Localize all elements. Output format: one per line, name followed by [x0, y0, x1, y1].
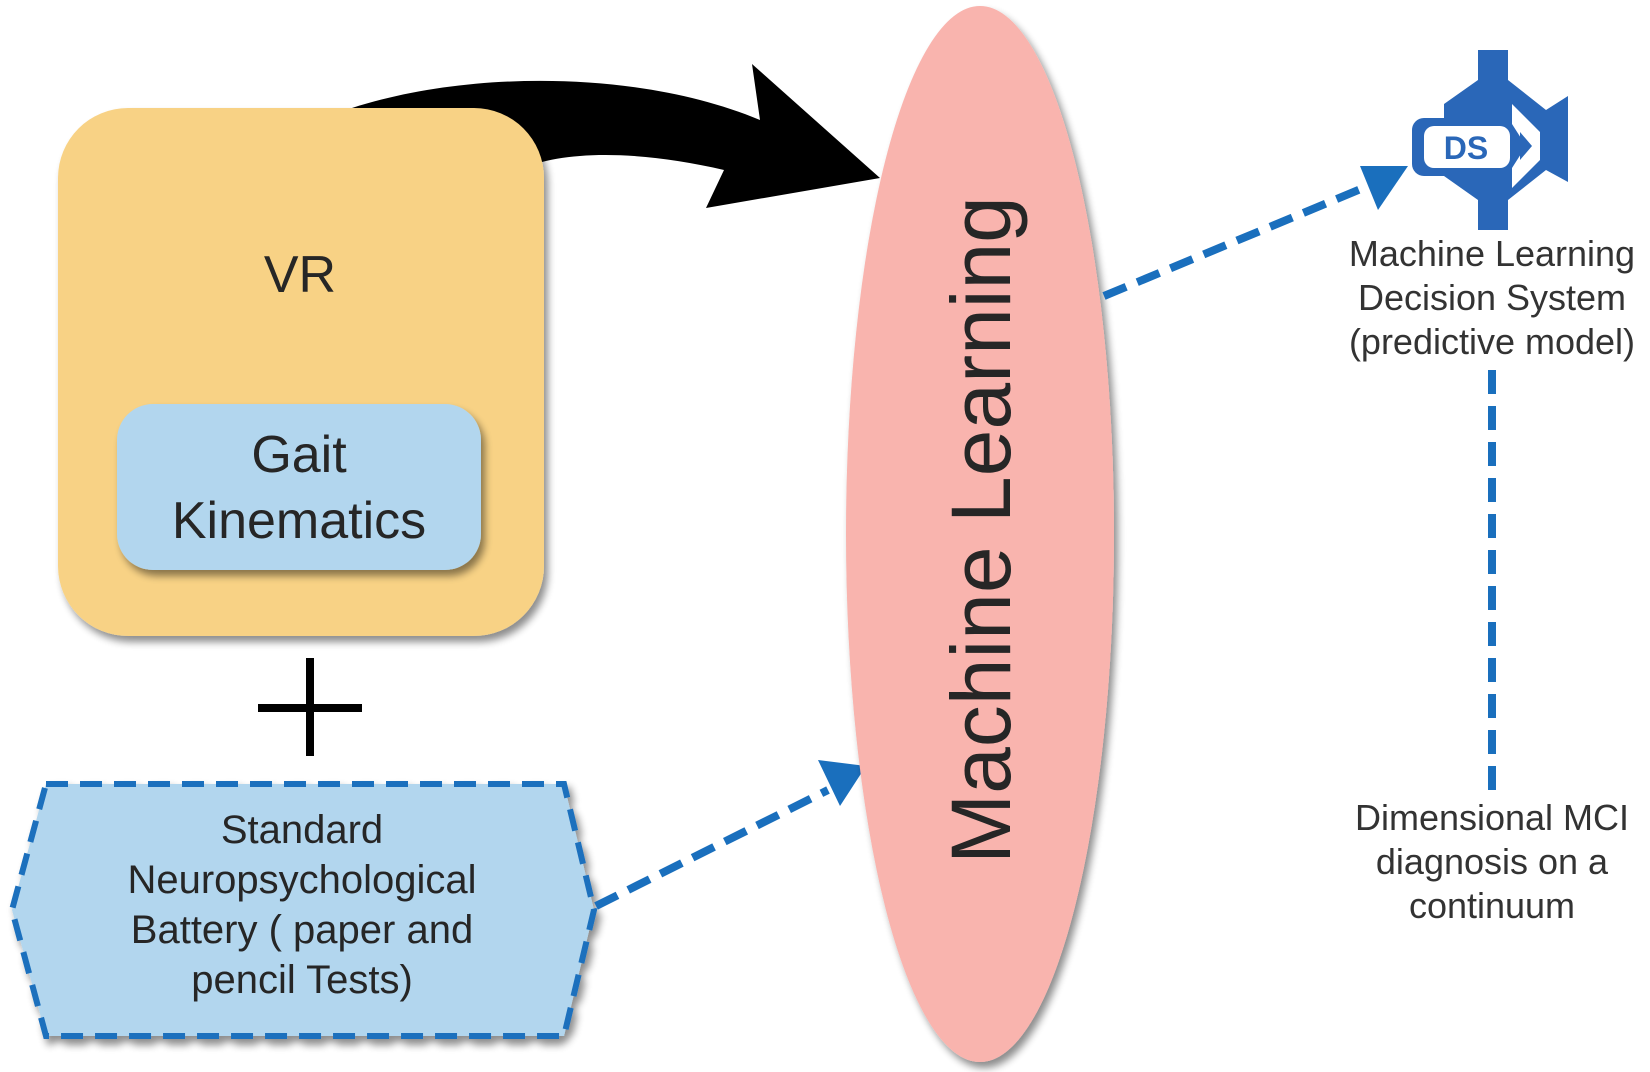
battery-label-line2: Neuropsychological — [127, 858, 476, 902]
decision-system-line3: (predictive model) — [1349, 321, 1635, 362]
gait-label-line2: Kinematics — [172, 492, 426, 550]
machine-learning-label: Machine Learning — [934, 196, 1028, 864]
ds-logo-text: DS — [1444, 130, 1488, 166]
machine-learning-ellipse — [846, 6, 1114, 1062]
battery-label-line3: Battery ( paper and — [131, 908, 473, 952]
battery-label-line4: pencil Tests) — [191, 958, 413, 1002]
battery-label-line1: Standard — [221, 808, 383, 852]
diagnosis-line1: Dimensional MCI — [1355, 797, 1629, 838]
diagnosis-line2: diagnosis on a — [1376, 841, 1609, 882]
vr-label: VR — [264, 246, 336, 304]
ml-to-decision-arrow — [1102, 166, 1408, 300]
battery-box — [8, 781, 598, 1039]
vr-to-ml-arrow — [352, 64, 880, 208]
decision-system-line1: Machine Learning — [1349, 233, 1635, 274]
gait-kinematics-box — [117, 404, 481, 570]
diagnosis-line3: continuum — [1409, 885, 1575, 926]
decision-system-line2: Decision System — [1358, 277, 1626, 318]
ds-logo-icon: DS — [1412, 50, 1568, 230]
plus-symbol — [258, 658, 362, 756]
gait-label-line1: Gait — [251, 426, 347, 484]
battery-to-ml-arrow — [594, 760, 866, 910]
